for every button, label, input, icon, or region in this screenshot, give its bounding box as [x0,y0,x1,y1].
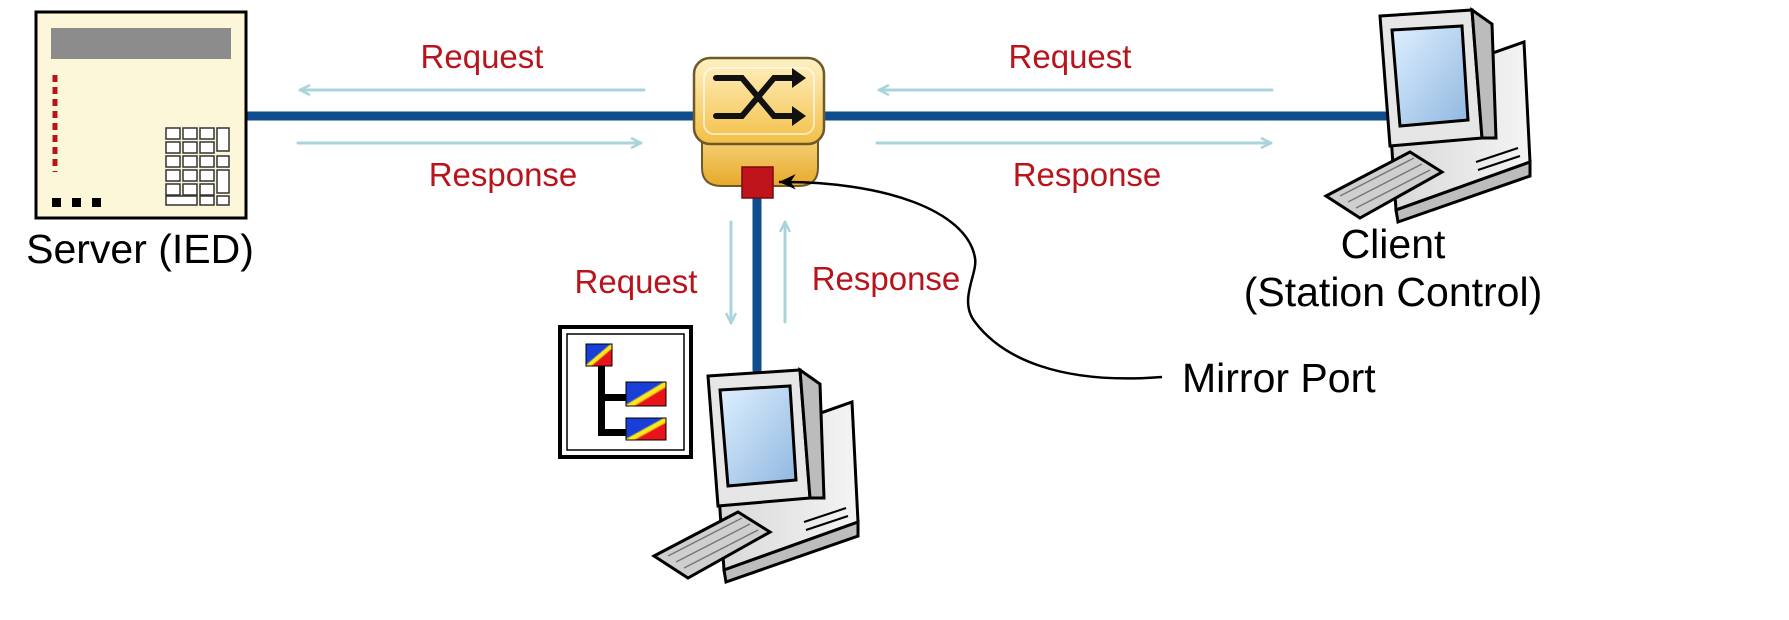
desktop-computer-icon [1323,6,1532,225]
network-switch-icon [692,56,826,187]
desktop-computer-icon [651,366,860,585]
mirror-port-callout-line [778,174,1163,380]
server-ied-icon [34,10,248,220]
mirror-port-label: Mirror Port [1182,355,1376,401]
request-label-left: Request [421,38,544,75]
server-label: Server (IED) [26,226,254,272]
hierarchy-tree-icon [558,325,693,459]
response-label-bottom: Response [812,260,961,297]
response-label-left: Response [429,156,578,193]
response-label-right: Response [1013,156,1162,193]
mirror-port [741,166,774,199]
request-label-bottom: Request [575,263,698,300]
client-label-line2: (Station Control) [1244,269,1543,315]
client-label-line1: Client [1341,221,1446,267]
request-label-right: Request [1009,38,1132,75]
